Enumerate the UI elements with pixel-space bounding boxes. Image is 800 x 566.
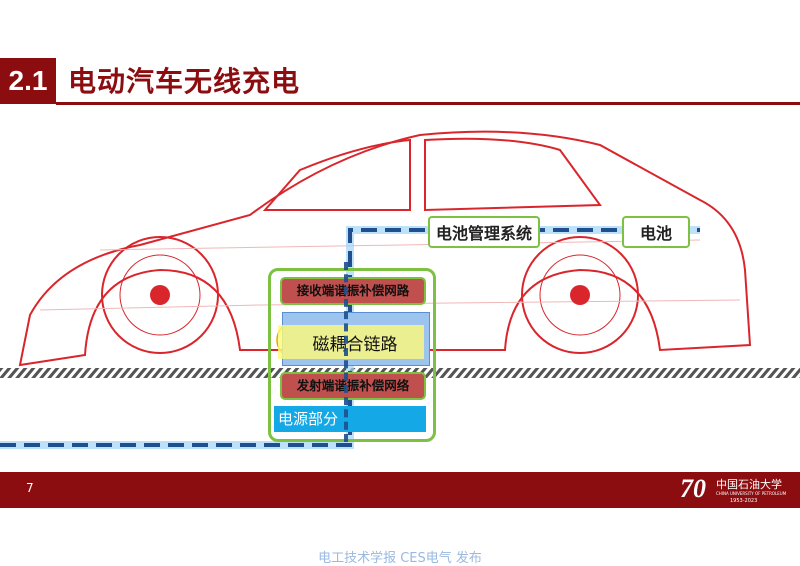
page-number: 7 — [26, 481, 34, 495]
battery-block: 电池 — [622, 216, 691, 248]
publisher-credit: 电工技术学报 CES电气 发布 — [318, 551, 482, 566]
coupling-field — [278, 325, 424, 359]
receiver-compensation-block: 接收端谐振补偿网路 — [280, 277, 426, 305]
footer-bar — [0, 472, 800, 508]
logo-sub: CHINA UNIVERSITY OF PETROLEUM — [716, 491, 787, 496]
section-number: 2.1 — [0, 58, 56, 104]
power-line — [344, 262, 360, 442]
page-title: 电动汽车无线充电 — [68, 65, 301, 98]
transmitter-compensation-block: 发射端谐振补偿网络 — [280, 372, 426, 400]
power-supply-block: 电源部分 — [274, 406, 426, 432]
logo-years: 1953-2023 — [730, 498, 758, 504]
charging-system-frame — [268, 268, 436, 442]
magnetic-coupling-label: 磁耦合链路 — [312, 335, 398, 355]
logo-name: 中国石油大学 — [716, 478, 782, 491]
anniversary-mark: 70 — [680, 474, 706, 503]
title-divider — [56, 102, 800, 105]
bms-block: 电池管理系统 — [428, 216, 541, 248]
